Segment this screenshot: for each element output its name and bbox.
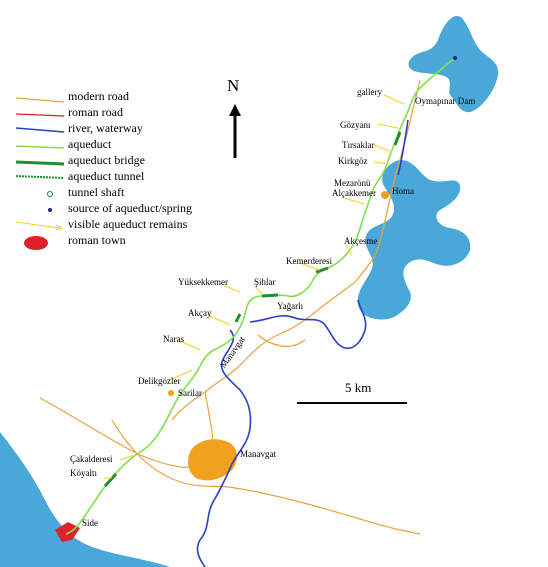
legend-label: aqueduct bridge — [68, 153, 145, 167]
scale-bar: 5 km — [297, 380, 407, 410]
legend-label: river, waterway — [68, 121, 143, 135]
legend-label: source of aqueduct/spring — [68, 201, 192, 215]
legend-label: modern road — [68, 89, 129, 103]
legend-item-spring: source of aqueduct/spring — [10, 200, 250, 216]
north-letter: N — [227, 76, 240, 95]
rivers — [196, 119, 409, 567]
sea — [0, 432, 170, 567]
aqueduct-bridges — [103, 131, 402, 488]
place-akcesme: Akçesme — [344, 236, 378, 246]
legend-item-aqueduct-tunnel: aqueduct tunnel — [10, 168, 250, 184]
manavgat-town — [188, 439, 237, 481]
modern-roads — [39, 79, 421, 535]
scale-line — [297, 402, 407, 404]
legend-item-aqueduct-bridge: aqueduct bridge — [10, 152, 250, 168]
side-town — [55, 522, 80, 542]
place-alcakkemer: Alçakkemer — [332, 188, 376, 198]
legend-label: roman road — [68, 105, 123, 119]
place-homa: Homa — [392, 186, 414, 196]
north-arrow: N — [222, 76, 252, 160]
place-gozyani: Gözyanı — [340, 120, 371, 130]
legend-item-tunnel-shaft: tunnel shaft — [10, 184, 250, 200]
place-kemerderesi: Kemerderesi — [286, 256, 332, 266]
legend-item-roman-town: roman town — [10, 232, 250, 252]
dam-lake — [408, 16, 499, 113]
sarilar-town — [168, 390, 174, 396]
legend-label: roman town — [68, 233, 126, 247]
legend-label: tunnel shaft — [68, 185, 125, 199]
place-side: Side — [82, 518, 99, 528]
legend-label: visible aqueduct remains — [68, 217, 188, 231]
legend-item-remains: visible aqueduct remains — [10, 216, 250, 232]
legend-label: aqueduct tunnel — [68, 169, 145, 183]
place-naras: Naras — [163, 334, 184, 344]
scale-label: 5 km — [345, 380, 372, 395]
place-delikgozler: Delikgözler — [138, 376, 181, 386]
place-sihlar: Şihlar — [254, 277, 276, 287]
place-sarilar: Sarilar — [178, 388, 202, 398]
legend-item-river: river, waterway — [10, 120, 250, 136]
place-manavgat: Manavgat — [240, 449, 276, 459]
place-kirkgoz: Kirkgöz — [338, 156, 368, 166]
legend-item-modern-road: modern road — [10, 88, 250, 104]
place-oymapinar-dam: Oymapınar Dam — [415, 96, 476, 106]
legend-item-aqueduct: aqueduct — [10, 136, 250, 152]
place-koyalti: Köyaltı — [70, 468, 97, 478]
place-yagarli: Yağarlı — [277, 301, 304, 311]
place-akcay: Akçay — [188, 308, 212, 318]
legend-label: aqueduct — [68, 137, 112, 151]
place-gallery: gallery — [357, 87, 382, 97]
place-cakalderesi: Çakalderesi — [70, 454, 113, 464]
place-yuksekkemer: Yüksekkemer — [178, 277, 228, 287]
spring-source — [453, 56, 457, 60]
remains-arrows — [104, 94, 405, 479]
reservoir — [357, 160, 471, 320]
place-mezaronu: Mezarönü — [334, 178, 371, 188]
north-arrow-icon — [229, 104, 241, 158]
legend-item-roman-road: roman road — [10, 104, 250, 120]
place-tirsaklar: Tırsaklar — [342, 140, 375, 150]
homa-town — [381, 191, 389, 199]
